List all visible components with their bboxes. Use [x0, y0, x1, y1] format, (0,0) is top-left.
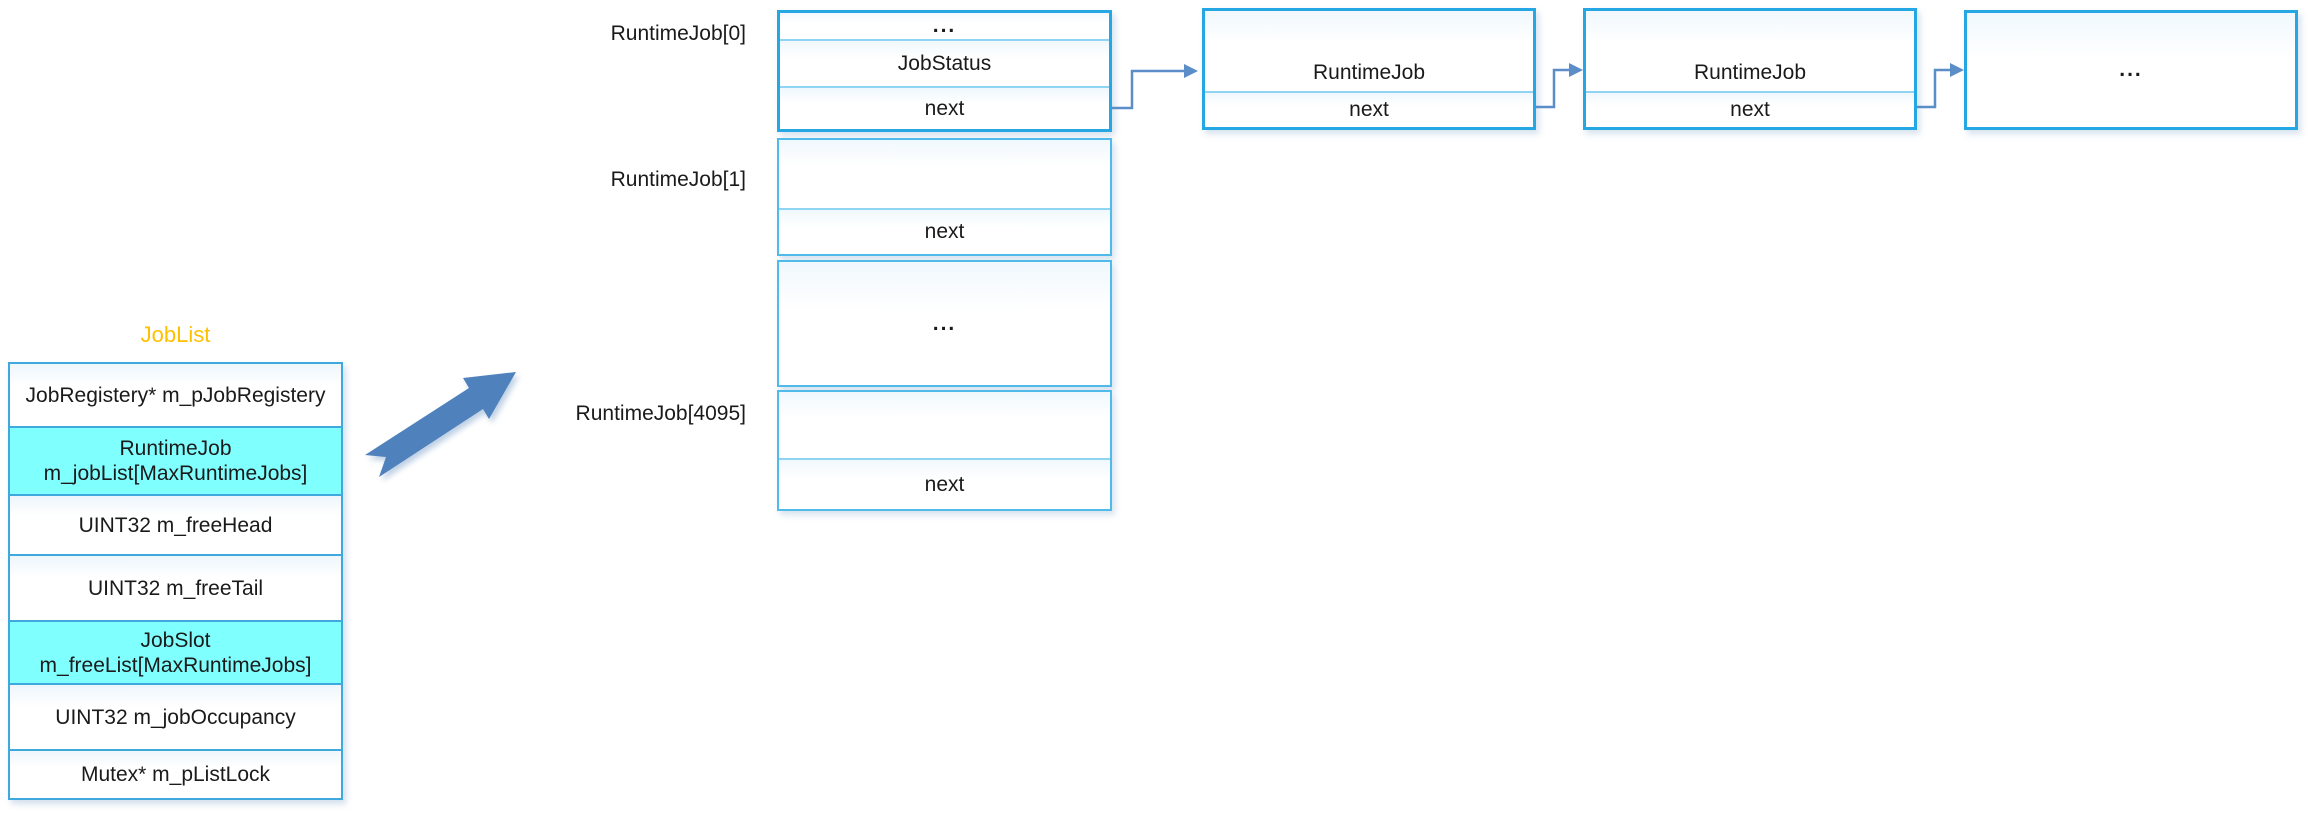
chain-node-2: RuntimeJob next	[1583, 8, 1917, 130]
chain-node-title: RuntimeJob	[1205, 11, 1533, 93]
struct-row: JobRegistery* m_pJobRegistery	[10, 364, 341, 428]
cell-ellipsis: ...	[780, 13, 1109, 41]
cell-next: next	[779, 460, 1110, 509]
struct-row: UINT32 m_jobOccupancy	[10, 685, 341, 751]
chain-node-title: RuntimeJob	[1586, 11, 1914, 93]
chain-tail-box: ...	[1964, 10, 2298, 130]
cell-jobstatus: JobStatus	[780, 41, 1109, 88]
struct-row-line: Mutex* m_pListLock	[80, 763, 271, 786]
struct-title: JobList	[140, 322, 211, 347]
connector-node2-to-tail	[1917, 63, 1964, 109]
cell-next: next	[779, 210, 1110, 254]
array-label-runtimejob-1: RuntimeJob[1]	[610, 168, 746, 191]
connector-next-to-node1	[1112, 64, 1198, 110]
array-box-runtimejob-1: next	[777, 138, 1112, 256]
struct-row-line: UINT32 m_freeTail	[87, 576, 264, 600]
array-label-runtimejob-4095: RuntimeJob[4095]	[575, 402, 746, 425]
struct-row: Mutex* m_pListLock	[10, 751, 341, 798]
cell-ellipsis: ...	[779, 262, 1110, 385]
array-box-runtimejob-0: ... JobStatus next	[777, 10, 1112, 132]
cell-next: next	[780, 88, 1109, 129]
array-label-runtimejob-0: RuntimeJob[0]	[610, 22, 746, 45]
cell-empty	[779, 392, 1110, 460]
struct-row-line: UINT32 m_freeHead	[78, 513, 273, 537]
array-box-runtimejob-4095: next	[777, 390, 1112, 511]
struct-row-line: UINT32 m_jobOccupancy	[55, 705, 296, 729]
cell-ellipsis: ...	[1967, 13, 2295, 127]
struct-row-line: RuntimeJob	[119, 437, 232, 460]
struct-row: UINT32 m_freeTail	[10, 556, 341, 622]
chain-node-next: next	[1205, 93, 1533, 127]
struct-row: UINT32 m_freeHead	[10, 496, 341, 556]
struct-row-line: m_freeList[MaxRuntimeJobs]	[39, 653, 312, 677]
struct-row-line: JobRegistery* m_pJobRegistery	[25, 383, 326, 407]
connector-node1-to-node2	[1536, 63, 1583, 109]
array-box-ellipsis: ...	[777, 260, 1112, 387]
struct-row-line: m_jobList[MaxRuntimeJobs]	[43, 462, 308, 485]
chain-node-1: RuntimeJob next	[1202, 8, 1536, 130]
struct-row-line: JobSlot	[140, 628, 211, 652]
chain-node-next: next	[1586, 93, 1914, 127]
cell-empty	[779, 140, 1110, 210]
